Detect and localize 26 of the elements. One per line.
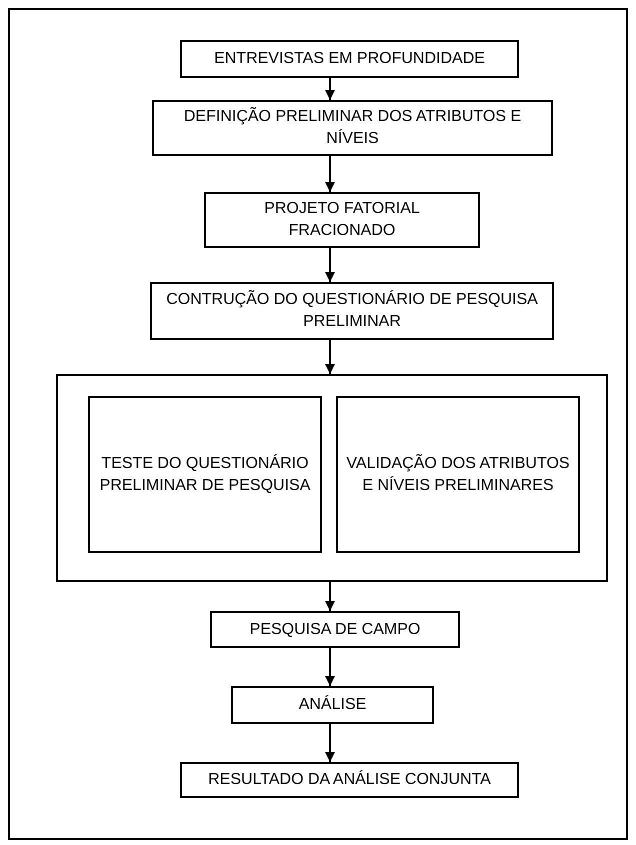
arrow: [325, 156, 335, 192]
process-box: [204, 192, 480, 248]
box-label: DEFINIÇÃO PRELIMINAR DOS ATRIBUTOS E NÍVEIS: [182, 106, 522, 149]
process-box: [210, 611, 460, 648]
arrow: [325, 582, 335, 611]
box-label: CONTRUÇÃO DO QUESTIONÁRIO DE PESQUISA PRELIMINAR: [165, 289, 539, 332]
box-label: ENTREVISTAS EM PROFUNDIDADE: [213, 49, 486, 70]
process-box: [336, 396, 580, 553]
box-label: PROJETO FATORIAL FRACIONADO: [263, 199, 421, 241]
process-box: [150, 282, 554, 340]
arrow: [325, 78, 335, 100]
box-label: PESQUISA DE CAMPO: [248, 620, 422, 640]
box-label: TESTE DO QUESTIONÁRIO PRELIMINAR DE PESQUISA: [98, 453, 312, 496]
box-label: ANÁLISE: [298, 694, 368, 716]
arrow: [325, 648, 335, 686]
process-box: [88, 396, 322, 553]
box-label: VALIDAÇÃO DOS ATRIBUTOS E NÍVEIS PRELIMINARES: [345, 453, 571, 496]
arrow: [325, 724, 335, 762]
process-box: [180, 762, 519, 798]
process-box: [180, 40, 519, 78]
arrow: [325, 340, 335, 374]
container-box: [56, 374, 608, 582]
box-label: RESULTADO DA ANÁLISE CONJUNTA: [207, 769, 492, 790]
process-box: [231, 686, 434, 724]
arrow: [325, 248, 335, 282]
process-box: [152, 100, 553, 156]
